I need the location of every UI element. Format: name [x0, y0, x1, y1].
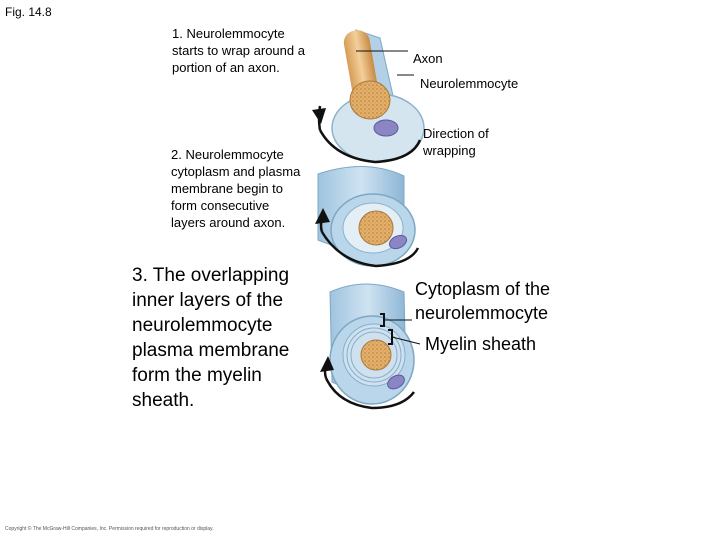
- myelin-sheath-label: Myelin sheath: [425, 334, 537, 354]
- direction-of-wrapping-label: Direction of wrapping: [423, 126, 489, 158]
- axon-label: Axon: [413, 51, 443, 66]
- stage-1-illustration: [312, 29, 425, 164]
- step-2-text: 2. Neurolemmocyte cytoplasm and plasma m…: [171, 147, 301, 230]
- cytoplasm-label: Cytoplasm of the neurolemmocyte: [415, 279, 551, 323]
- step-3-text: 3. The overlapping inner layers of the n…: [132, 265, 290, 411]
- neurolemmocyte-label: Neurolemmocyte: [420, 76, 519, 91]
- myelin-leader-line: [391, 336, 421, 345]
- stage-2-illustration: [315, 166, 420, 268]
- figure-label: Fig. 14.8: [5, 5, 52, 19]
- stage-3-illustration: [320, 283, 415, 410]
- step-1-text: 1. Neurolemmocyte starts to wrap around …: [172, 26, 305, 75]
- copyright-notice: Copyright © The McGraw-Hill Companies, I…: [5, 526, 214, 532]
